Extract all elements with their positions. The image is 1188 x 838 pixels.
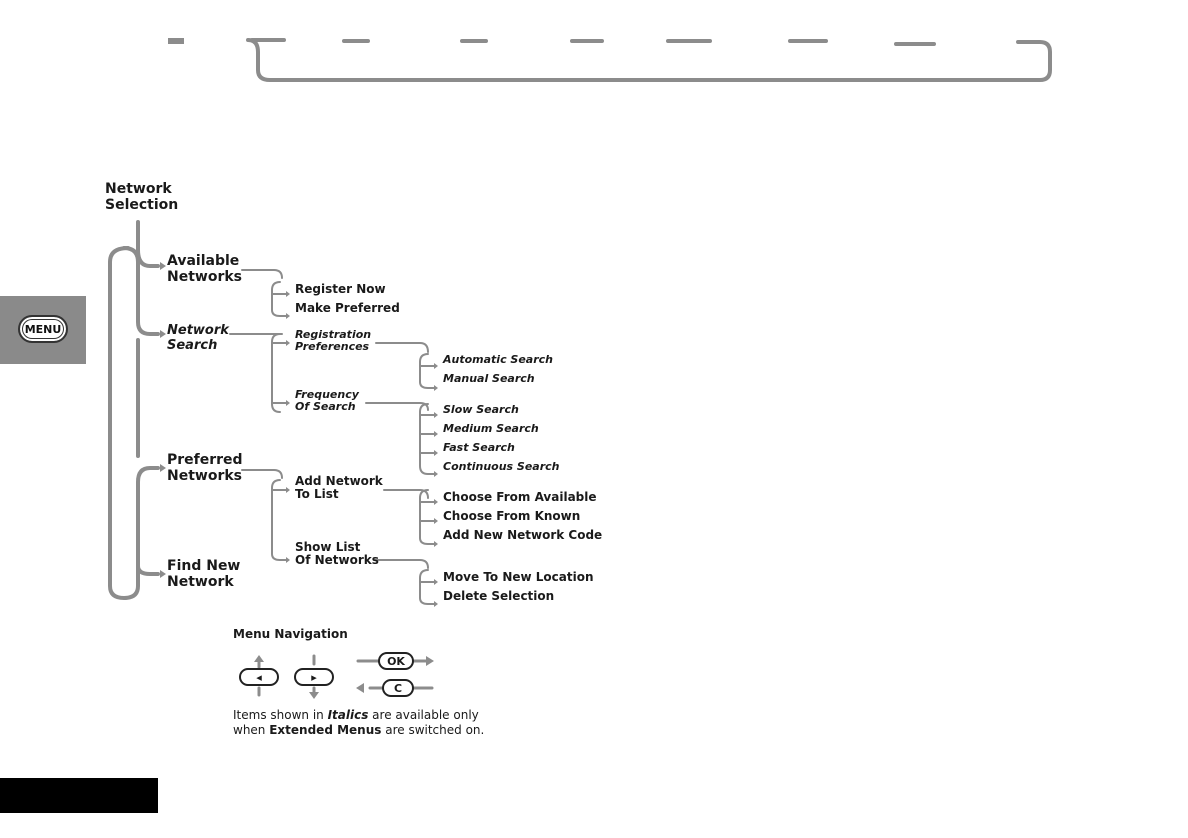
item-register-now: Register Now: [295, 282, 386, 296]
page-footer-bar: [0, 778, 158, 813]
item-move-to-new-location: Move To New Location: [443, 570, 594, 584]
label-line1: Registration: [295, 328, 372, 341]
item-add-new-network-code: Add New Network Code: [443, 528, 603, 542]
left-key-icon: ◂: [239, 668, 279, 686]
note-line2: when Extended Menus are switched on.: [233, 723, 484, 738]
label-line1: Frequency: [295, 388, 359, 401]
label-line1: Add Network: [295, 474, 383, 488]
menu-button-icon: MENU: [18, 315, 68, 343]
level1-find-new-network: Find New Network: [167, 558, 241, 590]
note-text: are switched on.: [381, 723, 485, 737]
note-extended-menus: Extended Menus: [269, 723, 382, 737]
item-medium-search: Medium Search: [443, 422, 539, 435]
item-slow-search: Slow Search: [443, 403, 519, 416]
note-text: Items shown in: [233, 708, 328, 722]
label-line2: Of Search: [295, 400, 356, 414]
c-key-label: C: [393, 681, 403, 695]
note-text: when: [233, 723, 270, 737]
item-fast-search: Fast Search: [443, 441, 515, 454]
label-line2: Networks: [167, 268, 243, 285]
ok-key-label: OK: [387, 654, 405, 668]
menu-button-label: MENU: [24, 322, 62, 336]
label-line2: Preferences: [295, 340, 370, 354]
item-frequency-of-search: Frequency Of Search: [295, 388, 359, 414]
label-line1: Find New: [167, 558, 241, 574]
level1-preferred-networks: Preferred Networks: [167, 452, 243, 484]
label-line1: Available: [167, 253, 240, 269]
item-automatic-search: Automatic Search: [443, 353, 554, 366]
ok-key: OK: [378, 652, 414, 670]
c-key: C: [382, 679, 414, 697]
right-key-icon: ▸: [294, 668, 334, 686]
item-make-preferred: Make Preferred: [295, 301, 400, 315]
label-line1: Show List: [295, 540, 361, 554]
label-line2: Network: [167, 573, 234, 590]
label-line2: Of Networks: [295, 553, 379, 568]
note-italics-word: Italics: [327, 708, 369, 722]
item-continuous-search: Continuous Search: [443, 460, 560, 473]
item-add-network-to-list: Add Network To List: [295, 474, 383, 502]
root-line1: Network: [105, 181, 172, 197]
item-manual-search: Manual Search: [443, 372, 535, 385]
right-triangle-icon: ▸: [311, 670, 317, 684]
root-line2: Selection: [105, 196, 179, 213]
item-registration-preferences: Registration Preferences: [295, 328, 372, 354]
item-choose-from-known: Choose From Known: [443, 509, 581, 523]
item-show-list-of-networks: Show List Of Networks: [295, 540, 379, 568]
label-line1: Network: [167, 323, 229, 338]
label-line2: Networks: [167, 467, 243, 484]
level1-available-networks: Available Networks: [167, 253, 243, 285]
label-line2: To List: [295, 487, 339, 502]
diagram-root: Network Selection: [105, 181, 179, 213]
note-text: are available only: [368, 708, 479, 722]
nav-title: Menu Navigation: [233, 627, 348, 641]
level1-network-search: Network Search: [167, 323, 229, 353]
label-line2: Search: [167, 337, 218, 353]
item-delete-selection: Delete Selection: [443, 589, 555, 603]
extended-menus-note: Items shown in Italics are available onl…: [233, 708, 484, 738]
label-line1: Preferred: [167, 452, 243, 468]
left-triangle-icon: ◂: [256, 670, 262, 684]
item-choose-from-available: Choose From Available: [443, 490, 597, 504]
note-line1: Items shown in Italics are available onl…: [233, 708, 484, 723]
